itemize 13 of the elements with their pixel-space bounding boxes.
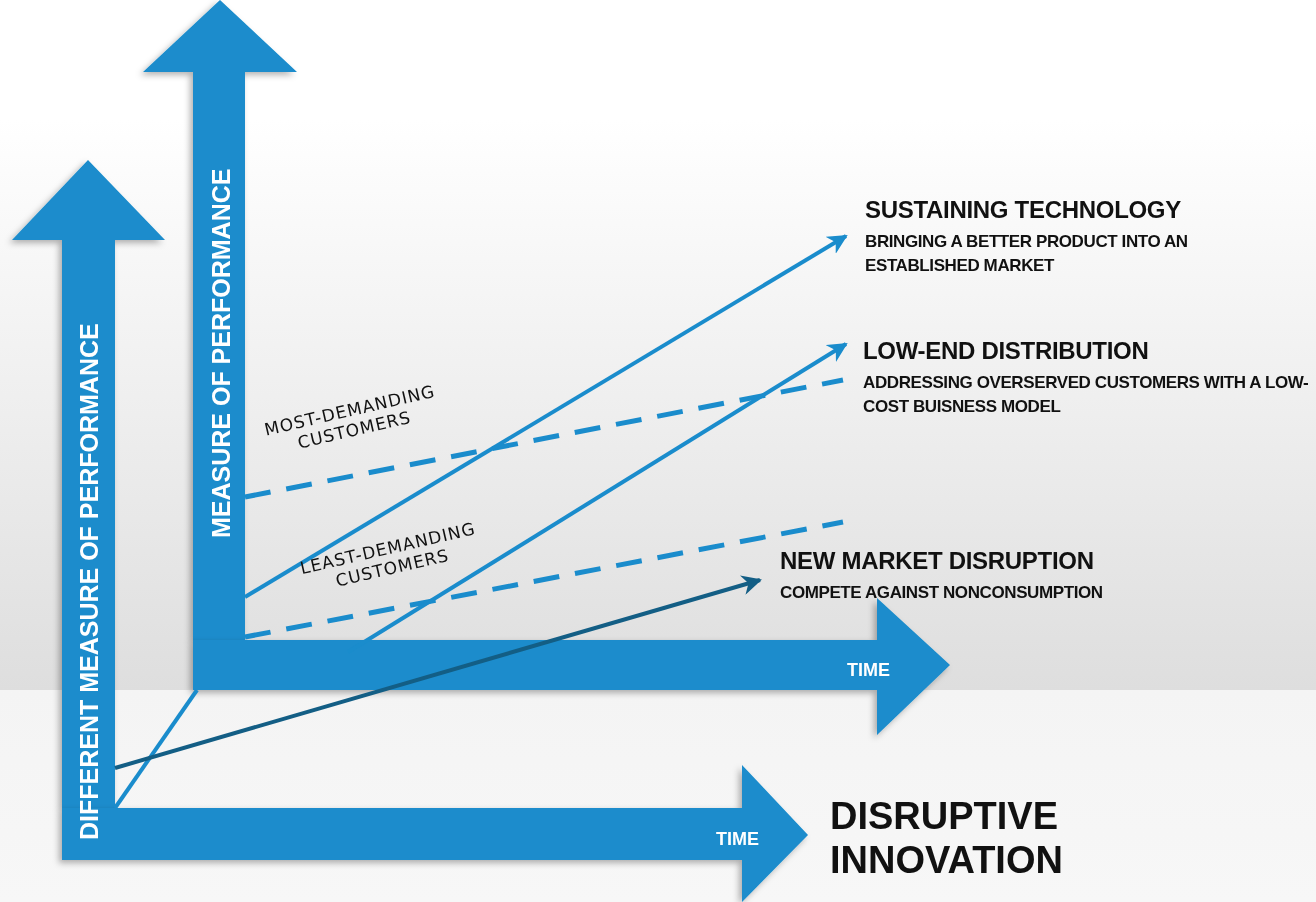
arrow: [243, 234, 848, 599]
axis-label: MEASURE OF PERFORMANCE: [207, 168, 236, 538]
arrow: [114, 575, 762, 770]
heading: NEW MARKET DISRUPTION: [780, 547, 1095, 575]
description: BRINGING A BETTER PRODUCT INTO AN ESTABLISHED MARKET: [865, 231, 1189, 277]
axis-label: DIFFERENT MEASURE OF PERFORMANCE: [75, 323, 104, 840]
heading: LOW-END DISTRIBUTION: [863, 337, 1150, 365]
description: COMPETE AGAINST NONCONSUMPTION: [780, 582, 1104, 604]
description: ADDRESSING OVERSERVED CUSTOMERS WITH A LOW- COST BUISNESS MODEL: [863, 372, 1310, 418]
heading: SUSTAINING TECHNOLOGY: [865, 196, 1182, 224]
axis-label: TIME: [716, 829, 759, 850]
axis-label: TIME: [847, 660, 890, 681]
title: DISRUPTIVE INNOVATION: [830, 795, 1064, 883]
